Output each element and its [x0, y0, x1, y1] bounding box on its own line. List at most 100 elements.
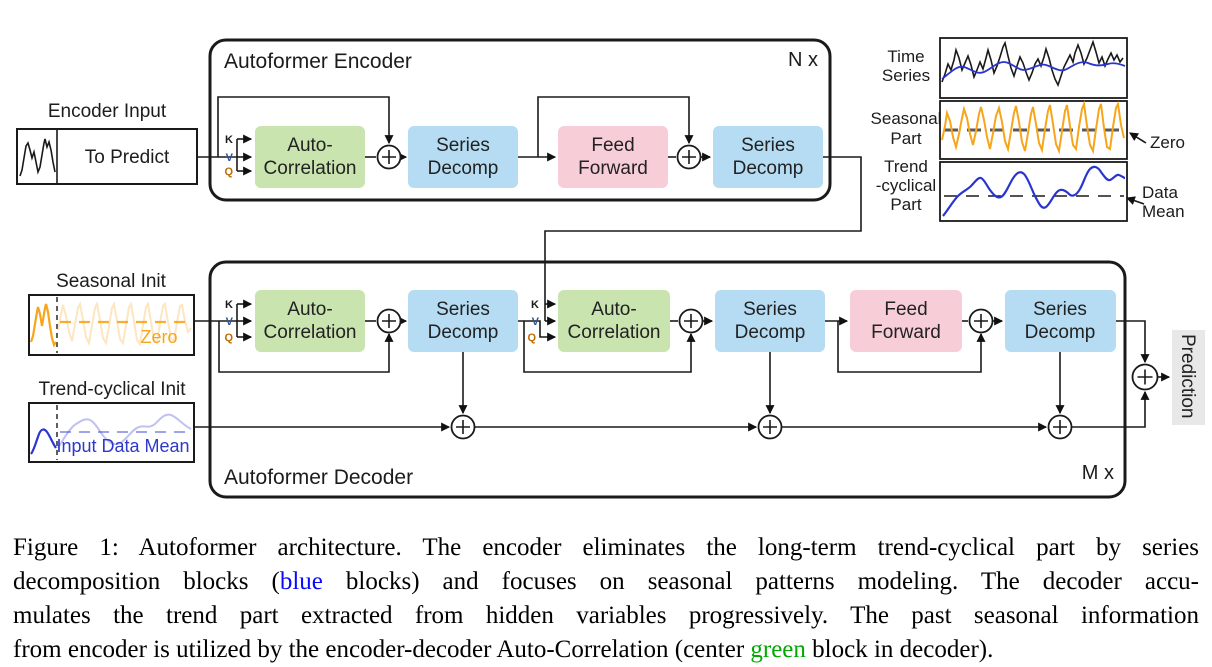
decoder-q-route: [518, 320, 557, 342]
encoder-section: Autoformer Encoder N x Encoder Input To …: [16, 38, 862, 326]
decoder-residual-2: [523, 321, 696, 373]
architecture-diagram: Autoformer Encoder N x Encoder Input To …: [16, 37, 1205, 499]
decomposition-legend: Time Series Seasonal Part Zero Trend -cy…: [871, 37, 1185, 222]
svg-text:Decomp: Decomp: [428, 158, 499, 179]
encoder-title: Autoformer Encoder: [224, 50, 412, 73]
caption-line-1: Figure 1: Autoformer architecture. The e…: [13, 531, 1199, 565]
caption-text: mulates the trend part extracted from hi…: [13, 602, 1199, 629]
block-series-decomp-encoder-1: Series Decomp: [408, 126, 518, 188]
prediction-output: Prediction: [1172, 330, 1205, 425]
decoder-section: Autoformer Decoder M x Seasonal Init Zer…: [28, 260, 1205, 499]
caption-text: blocks) and focuses on seasonal patterns…: [322, 568, 1199, 595]
trend-init-solid-curve: [30, 428, 57, 455]
zero-annotation: Zero: [1150, 133, 1185, 152]
seasonal-init-zero-text: Zero: [140, 327, 177, 347]
time-series-smooth-curve: [941, 61, 1126, 80]
svg-text:Auto-: Auto-: [591, 299, 636, 320]
svg-text:Correlation: Correlation: [264, 158, 357, 179]
trend-init-faint-curve: [57, 413, 192, 449]
time-series-label-1: Time: [887, 47, 924, 66]
trend-part-label-1: Trend: [884, 157, 928, 176]
seasonal-part-label-2: Part: [890, 129, 921, 148]
trend-part-label-3: Part: [890, 195, 921, 214]
data-mean-annotation-2: Mean: [1142, 202, 1185, 221]
seasonal-init-box: [28, 294, 195, 356]
sum-node-encoder-1: [376, 144, 402, 170]
trend-output-route: [1071, 390, 1150, 428]
sum-node-encoder-2: [676, 144, 702, 170]
svg-text:Decomp: Decomp: [428, 322, 499, 343]
block-series-decomp-decoder-3: Series Decomp: [1005, 290, 1116, 352]
trend-part-label-2: -cyclical: [876, 176, 936, 195]
sum-node-decoder-2: [678, 308, 704, 334]
seasonal-init-label: Seasonal Init: [56, 271, 167, 292]
zero-annotation-arrow: [1129, 132, 1147, 144]
svg-text:Decomp: Decomp: [735, 322, 806, 343]
svg-text:Correlation: Correlation: [568, 322, 661, 343]
decoder-k-label-2: K: [531, 299, 539, 311]
sum-node-trend-3: [1047, 414, 1073, 440]
decoder-title: Autoformer Decoder: [224, 466, 413, 489]
figure-caption: Figure 1: Autoformer architecture. The e…: [13, 531, 1199, 667]
seasonal-init-solid-curve: [29, 303, 57, 348]
svg-text:Series: Series: [436, 135, 490, 156]
block-auto-correlation-decoder-1: Auto- Correlation: [255, 290, 365, 352]
decoder-k-label-1: K: [225, 299, 233, 311]
svg-text:Decomp: Decomp: [733, 158, 804, 179]
caption-line-2: decomposition blocks (blue blocks) and f…: [13, 565, 1199, 599]
sum-node-decoder-1: [376, 308, 402, 334]
svg-text:Decomp: Decomp: [1025, 322, 1096, 343]
svg-text:Auto-: Auto-: [287, 299, 332, 320]
caption-word-blue: blue: [279, 568, 323, 595]
decoder-residual-3: [837, 321, 986, 373]
svg-text:Series: Series: [1033, 299, 1087, 320]
block-series-decomp-decoder-1: Series Decomp: [408, 290, 518, 352]
decoder-v-label-2: V: [532, 316, 540, 328]
caption-text: Figure 1: Autoformer architecture. The e…: [13, 534, 1199, 561]
encoder-k-label: K: [225, 134, 233, 146]
svg-text:Series: Series: [741, 135, 795, 156]
seasonal-part-label-1: Seasonal: [871, 109, 942, 128]
caption-text: from encoder is utilized by the encoder-…: [13, 636, 751, 663]
caption-word-green: green: [750, 636, 806, 663]
trend-init-label: Trend-cyclical Init: [38, 379, 186, 400]
encoder-input-value: To Predict: [85, 147, 170, 168]
sum-node-trend-2: [757, 414, 783, 440]
encoder-input-sparkline: [19, 138, 56, 177]
svg-text:Series: Series: [436, 299, 490, 320]
seasonal-curve: [941, 100, 1125, 155]
sum-node-final: [1131, 363, 1159, 391]
svg-text:Forward: Forward: [578, 158, 648, 179]
block-auto-correlation-decoder-2: Auto- Correlation: [558, 290, 670, 352]
decoder-connectors: [194, 299, 1171, 432]
svg-text:Forward: Forward: [871, 322, 941, 343]
block-feed-forward-encoder: Feed Forward: [558, 126, 668, 188]
prediction-bg: [1172, 330, 1205, 425]
time-series-label-2: Series: [882, 66, 930, 85]
trend-part-plot: [939, 161, 1128, 222]
time-series-raw-curve: [941, 39, 1124, 88]
block-auto-correlation-encoder: Auto- Correlation: [255, 126, 365, 188]
svg-text:Auto-: Auto-: [287, 135, 332, 156]
caption-line-4: from encoder is utilized by the encoder-…: [13, 633, 1199, 667]
encoder-box: [208, 38, 832, 202]
decoder-multiplier: M x: [1082, 462, 1114, 484]
caption-line-3: mulates the trend part extracted from hi…: [13, 599, 1199, 633]
decoder-v-label-1: V: [226, 316, 234, 328]
block-feed-forward-decoder: Feed Forward: [850, 290, 962, 352]
encoder-v-label: V: [226, 152, 234, 164]
encoder-input-label: Encoder Input: [48, 101, 167, 122]
decoder-box: [208, 260, 1127, 499]
prediction-label: Prediction: [1177, 334, 1198, 419]
svg-text:Feed: Feed: [591, 135, 634, 156]
encoder-residual-2: [537, 96, 694, 157]
trend-init-mean-text: Input Data Mean: [56, 436, 189, 456]
seasonal-part-plot: [939, 100, 1128, 160]
decoder-seasonal-output: [1116, 320, 1150, 364]
decoder-q-label-1: Q: [224, 332, 233, 344]
caption-text: block in decoder).: [805, 636, 994, 663]
data-mean-annotation-arrow: [1125, 196, 1145, 205]
sum-node-trend-1: [450, 414, 476, 440]
decoder-q-label-2: Q: [527, 332, 536, 344]
